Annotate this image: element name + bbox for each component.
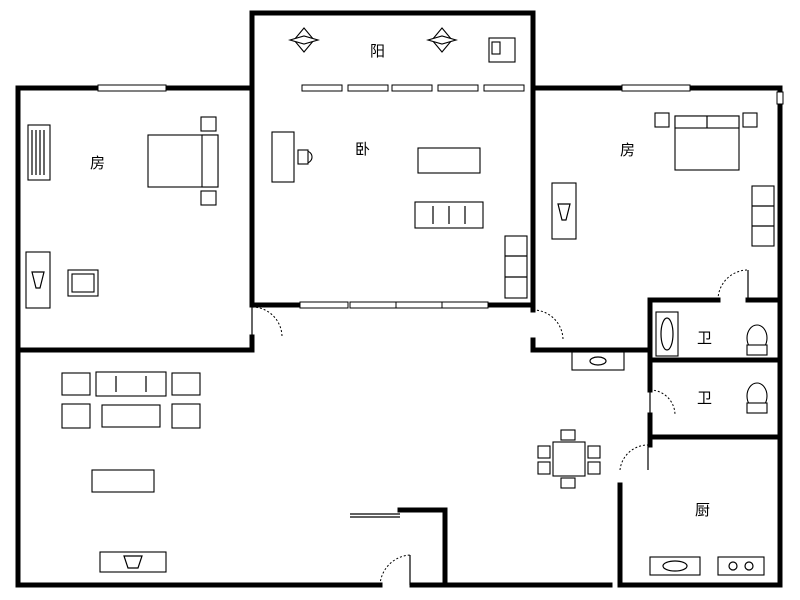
tv-cabinet-icon: [551, 182, 577, 240]
dining-table-icon: [552, 441, 586, 477]
table-icon: [417, 147, 481, 174]
tub-icon: [655, 311, 679, 357]
bedroom-right-label: 房: [620, 141, 635, 159]
sofa-icon: [95, 371, 167, 397]
tv-cabinet-icon: [25, 251, 51, 309]
armchair-icon: [171, 403, 201, 429]
plant-right-icon: [425, 27, 459, 53]
desk-icon: [271, 131, 295, 183]
toilet-icon: [746, 382, 768, 414]
bathroom-furniture: [571, 311, 768, 414]
balcony-label: 阳: [370, 42, 385, 60]
stove-icon: [717, 556, 765, 576]
plant-left-icon: [287, 27, 321, 53]
dining-furniture: [537, 429, 601, 489]
armchair-icon: [61, 403, 91, 429]
wardrobe-icon: [504, 235, 528, 299]
armchair-icon: [61, 372, 91, 396]
right-bedroom-furniture: [551, 112, 775, 247]
kitchen-furniture: [649, 556, 765, 576]
tv-cabinet-icon: [99, 551, 167, 573]
bath-upper-label: 卫: [697, 329, 712, 347]
windows: [97, 84, 784, 309]
living-room-furniture: [61, 371, 201, 573]
coffee-table-icon: [101, 404, 161, 428]
sink-icon: [571, 351, 625, 371]
kitchen-label: 厨: [695, 501, 710, 519]
armchair-icon: [171, 372, 201, 396]
left-bedroom-furniture: [25, 116, 219, 309]
side-table-icon: [91, 469, 155, 493]
kitchen-sink-icon: [649, 556, 701, 576]
walls: [15, 10, 783, 588]
bedroom-center-label: 卧: [355, 140, 370, 158]
bath-lower-label: 卫: [697, 389, 712, 407]
wardrobe-icon: [751, 185, 775, 247]
radiator-icon: [27, 124, 51, 181]
bedroom-left-label: 房: [90, 154, 105, 172]
room-labels: 阳 房 卧 房 卫 卫 厨: [90, 42, 712, 519]
center-bedroom-furniture: [271, 131, 528, 299]
balcony-furniture: [287, 27, 516, 63]
doors: [251, 269, 749, 586]
toilet-icon: [746, 324, 768, 356]
